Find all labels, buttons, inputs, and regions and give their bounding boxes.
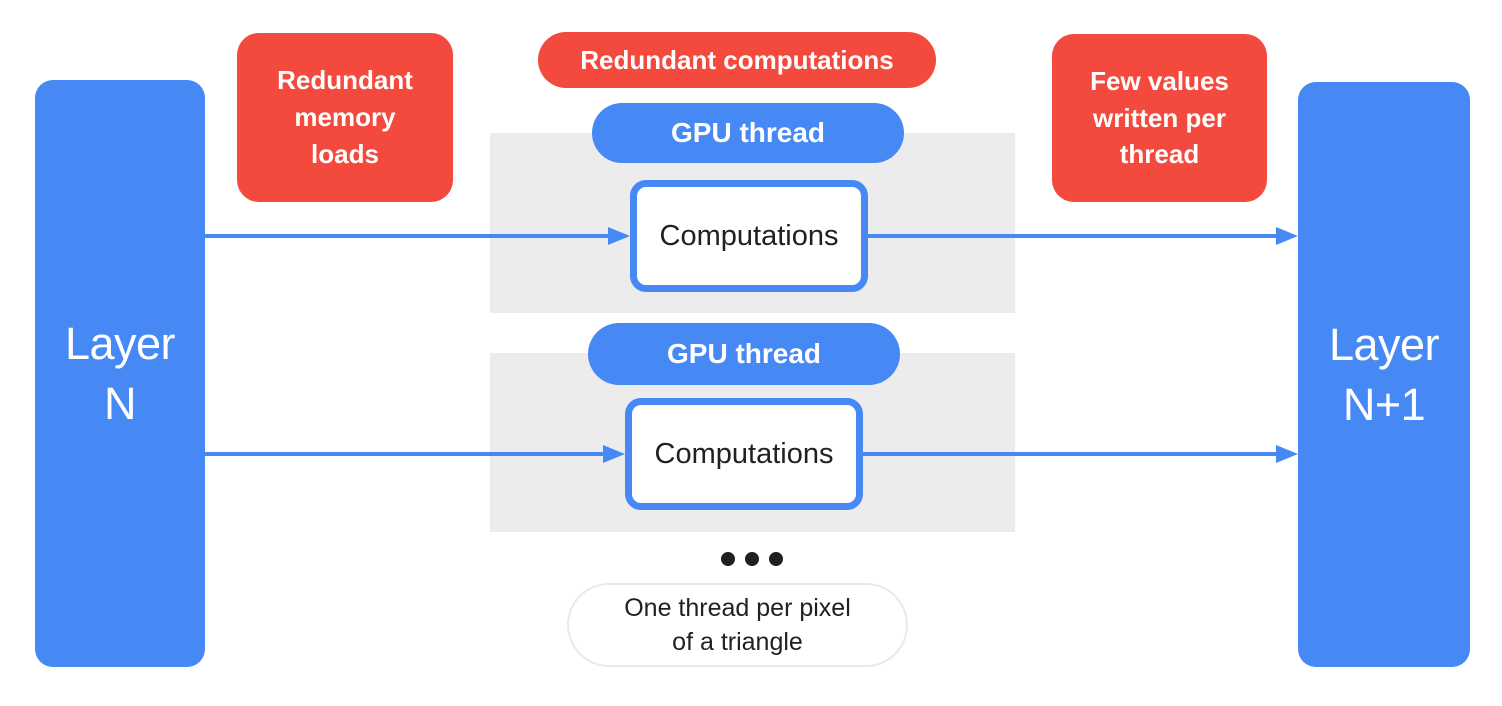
ellipsis-dot — [721, 552, 735, 566]
callout-line: written per — [1093, 102, 1226, 133]
callout-line: Redundant — [277, 65, 413, 96]
ellipsis-dot — [769, 552, 783, 566]
callout-line: loads — [311, 138, 379, 169]
layer-n1-label-line1: Layer — [1328, 319, 1440, 371]
computations-box-1: Computations — [630, 180, 868, 292]
layer-n1-label-line2: N+1 — [1342, 378, 1426, 430]
callout-redundant-memory-loads: Redundant memory loads — [237, 33, 453, 202]
layer-n-label-line1: Layer — [64, 318, 176, 370]
arrow-computations-2-to-layer-n1 — [863, 452, 1276, 456]
callout-redundant-computations: Redundant computations — [538, 32, 936, 88]
arrow-layer-n-to-computations-2 — [205, 452, 603, 456]
callout-line: Redundant computations — [580, 44, 894, 75]
note-line2: of a triangle — [672, 628, 803, 656]
gpu-thread-pill-1: GPU thread — [592, 103, 904, 163]
callout-line: Few values — [1090, 65, 1229, 96]
gpu-thread-pill-2-label: GPU thread — [666, 338, 822, 369]
note-line1: One thread per pixel — [624, 594, 851, 622]
computations-box-1-label: Computations — [659, 219, 839, 252]
layer-n-label-line2: N — [104, 377, 137, 429]
gpu-thread-pill-2: GPU thread — [588, 323, 900, 385]
computations-box-2-label: Computations — [654, 437, 834, 470]
ellipsis-dot — [745, 552, 759, 566]
callout-few-values-written: Few values written per thread — [1052, 34, 1267, 202]
arrow-layer-n-to-computations-1 — [205, 234, 608, 238]
layer-n1-box: Layer N+1 — [1298, 82, 1470, 667]
callout-line: thread — [1119, 139, 1200, 170]
arrow-computations-1-to-layer-n1 — [868, 234, 1276, 238]
computations-box-2: Computations — [625, 398, 863, 510]
callout-line: memory — [294, 102, 396, 133]
note-one-thread-per-pixel: One thread per pixel of a triangle — [567, 583, 908, 667]
gpu-thread-pill-1-label: GPU thread — [670, 117, 826, 148]
layer-n-box: Layer N — [35, 80, 205, 667]
